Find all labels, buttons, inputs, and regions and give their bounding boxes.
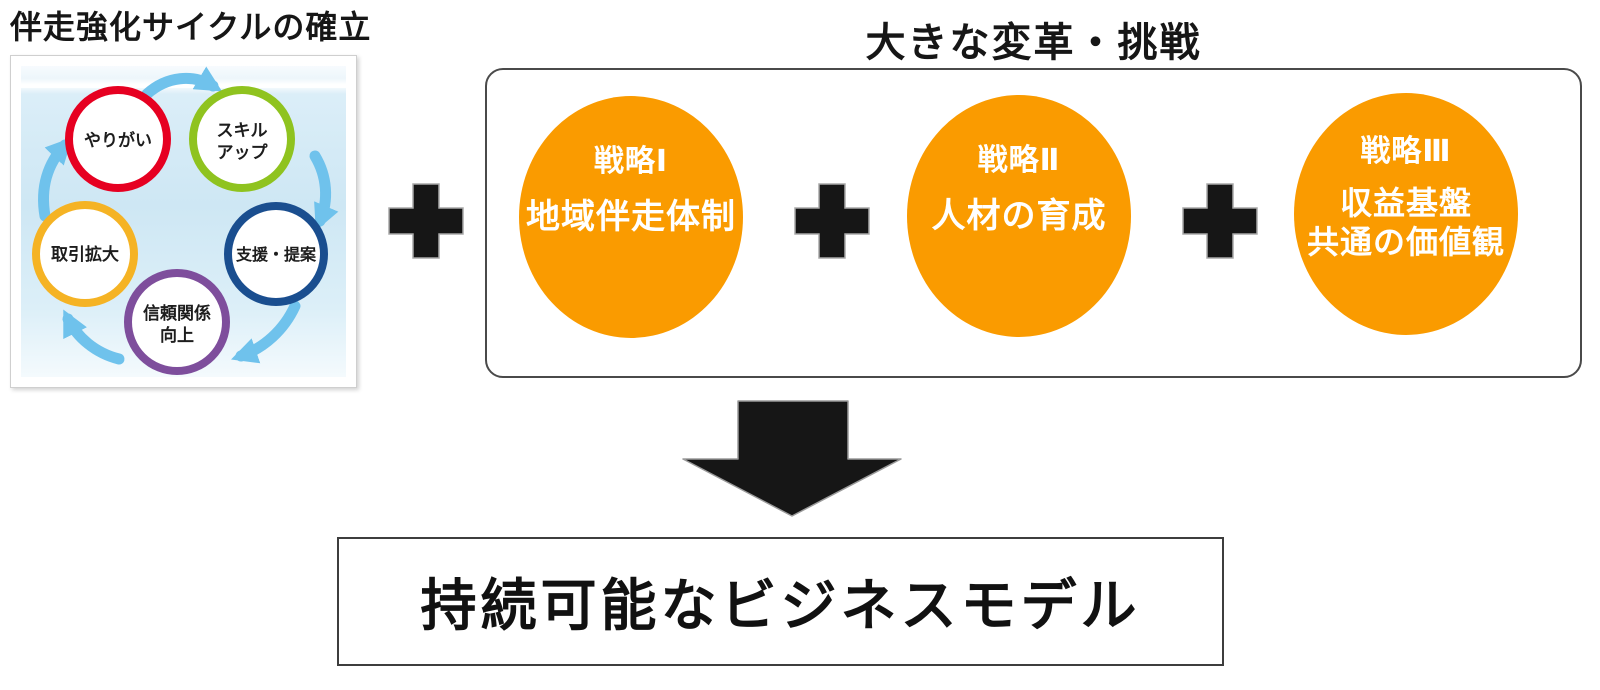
plus-icon [1182, 183, 1258, 259]
down-arrow-icon [682, 400, 902, 517]
cycle-diagram: やりがい スキル アップ 支援・提案 信頼関係 向上 取引拡大 [21, 66, 346, 377]
cycle-arrows [38, 66, 339, 365]
cycle-arrow-bottom-left-icon [62, 309, 125, 365]
cycle-node-label: アップ [217, 142, 269, 162]
strategy-3-name-line2: 共通の価値観 [1306, 223, 1505, 260]
strategy-3-name-line1: 収益基盤 [1339, 185, 1472, 222]
strategy-1-label: 戦略Ⅰ [593, 144, 669, 178]
cycle-arrow-top-icon [141, 66, 223, 100]
result-label: 持続可能なビジネスモデル [420, 574, 1141, 637]
cycle-arrow-bottom-right-icon [231, 300, 301, 364]
cycle-node-torihiki-kakudai [32, 201, 138, 307]
cycle-figure: やりがい スキル アップ 支援・提案 信頼関係 向上 取引拡大 [10, 55, 357, 388]
strategy-3-label: 戦略Ⅲ [1360, 135, 1452, 169]
cycle-arrow-right-icon [309, 150, 339, 231]
cycle-node-yarigai [65, 86, 171, 192]
cycle-nodes: やりがい スキル アップ 支援・提案 信頼関係 向上 取引拡大 [32, 86, 328, 375]
strategy-2-name: 人材の育成 [931, 196, 1107, 235]
cycle-node-label: やりがい [84, 130, 152, 150]
plus-icon [388, 183, 464, 259]
cycle-node-shien-teian [224, 202, 328, 306]
cycle-node-skill-up [189, 86, 295, 192]
cycle-background-stripe [21, 85, 346, 88]
cycle-node-label: 向上 [160, 325, 194, 345]
cycle-node-label: スキル [217, 121, 268, 140]
result-box: 持続可能なビジネスモデル [337, 537, 1224, 666]
strategy-2-circle: 戦略Ⅱ 人材の育成 [907, 95, 1131, 337]
cycle-node-label: 取引拡大 [51, 244, 119, 264]
strategy-1-name: 地域伴走体制 [526, 197, 736, 236]
cycle-node-label: 信頼関係 [143, 303, 211, 323]
cycle-node-shinrai-kankei [124, 269, 230, 375]
plus-icon [794, 183, 870, 259]
strategies-section-title: 大きな変革・挑戦 [865, 21, 1202, 65]
cycle-node-label: 支援・提案 [235, 245, 317, 264]
cycle-arrow-left-icon [38, 137, 73, 222]
strategy-1-circle: 戦略Ⅰ 地域伴走体制 [519, 96, 743, 338]
strategy-3-circle: 戦略Ⅲ 収益基盤 共通の価値観 [1294, 93, 1518, 335]
strategy-2-label: 戦略Ⅱ [977, 143, 1061, 177]
cycle-section-title: 伴走強化サイクルの確立 [10, 9, 372, 45]
